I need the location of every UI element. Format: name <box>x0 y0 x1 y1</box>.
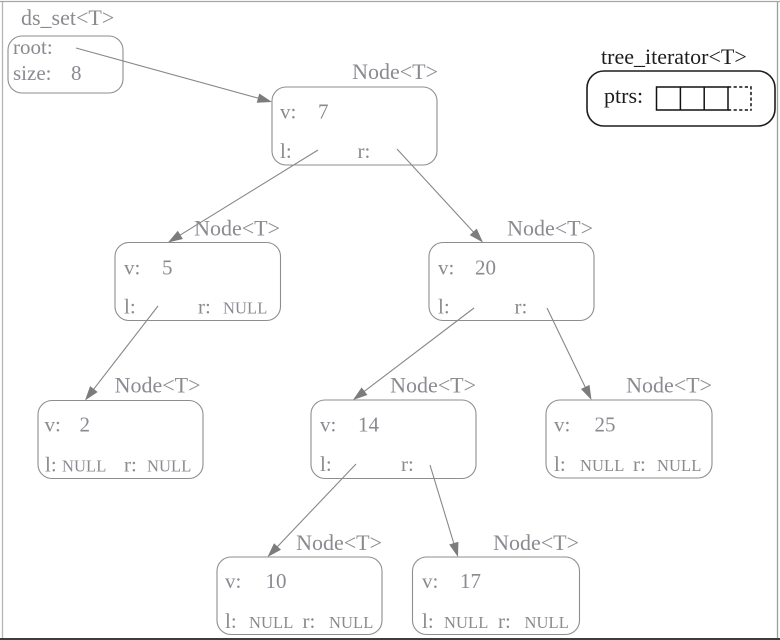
svg-text:14: 14 <box>358 413 380 437</box>
svg-text:v:: v: <box>45 413 61 437</box>
svg-text:20: 20 <box>475 256 496 280</box>
svg-text:tree_iterator<T>: tree_iterator<T> <box>601 44 747 69</box>
svg-text:l:: l: <box>438 295 450 319</box>
svg-text:v:: v: <box>124 256 140 280</box>
svg-text:r:: r: <box>498 609 511 633</box>
svg-text:v:: v: <box>225 569 241 593</box>
svg-text:Node<T>: Node<T> <box>507 216 593 241</box>
svg-text:8: 8 <box>71 61 82 85</box>
svg-text:Node<T>: Node<T> <box>626 373 712 398</box>
svg-text:v:: v: <box>438 256 454 280</box>
svg-text:l:: l: <box>422 609 434 633</box>
svg-text:v:: v: <box>320 413 336 437</box>
svg-text:r:: r: <box>515 295 528 319</box>
svg-text:v:: v: <box>422 569 438 593</box>
svg-text:Node<T>: Node<T> <box>115 373 201 398</box>
svg-text:25: 25 <box>595 413 616 437</box>
svg-text:Node<T>: Node<T> <box>352 59 438 84</box>
svg-text:r:: r: <box>198 295 211 319</box>
svg-text:NULL: NULL <box>657 456 701 475</box>
svg-text:l:: l: <box>554 452 566 476</box>
svg-text:root:: root: <box>13 35 53 59</box>
svg-text:ds_set<T>: ds_set<T> <box>21 5 114 30</box>
svg-text:r:: r: <box>124 453 137 477</box>
svg-text:l:: l: <box>225 609 237 633</box>
svg-text:NULL: NULL <box>329 613 373 632</box>
svg-text:NULL: NULL <box>249 613 293 632</box>
svg-text:10: 10 <box>266 569 287 593</box>
svg-text:NULL: NULL <box>525 613 569 632</box>
svg-text:size:: size: <box>13 61 51 85</box>
svg-text:17: 17 <box>460 569 481 593</box>
svg-text:r:: r: <box>358 139 371 163</box>
svg-text:r:: r: <box>303 609 316 633</box>
svg-text:r:: r: <box>633 452 646 476</box>
svg-text:Node<T>: Node<T> <box>390 373 476 398</box>
svg-text:NULL: NULL <box>444 613 488 632</box>
svg-text:NULL: NULL <box>223 299 267 318</box>
svg-text:Node<T>: Node<T> <box>194 216 280 241</box>
svg-text:Node<T>: Node<T> <box>296 530 382 555</box>
svg-text:l:: l: <box>320 452 332 476</box>
svg-text:l:: l: <box>280 139 292 163</box>
svg-text:NULL: NULL <box>147 457 191 476</box>
svg-text:2: 2 <box>80 413 91 437</box>
svg-text:NULL: NULL <box>580 456 624 475</box>
svg-text:5: 5 <box>162 256 173 280</box>
svg-text:Node<T>: Node<T> <box>493 530 579 555</box>
svg-text:ptrs:: ptrs: <box>604 83 643 108</box>
svg-text:l:: l: <box>124 295 136 319</box>
svg-text:r:: r: <box>401 452 414 476</box>
svg-text:NULL: NULL <box>62 457 106 476</box>
svg-text:l:: l: <box>45 453 57 477</box>
svg-text:7: 7 <box>318 100 329 124</box>
svg-text:v:: v: <box>280 100 296 124</box>
svg-text:v:: v: <box>554 413 570 437</box>
